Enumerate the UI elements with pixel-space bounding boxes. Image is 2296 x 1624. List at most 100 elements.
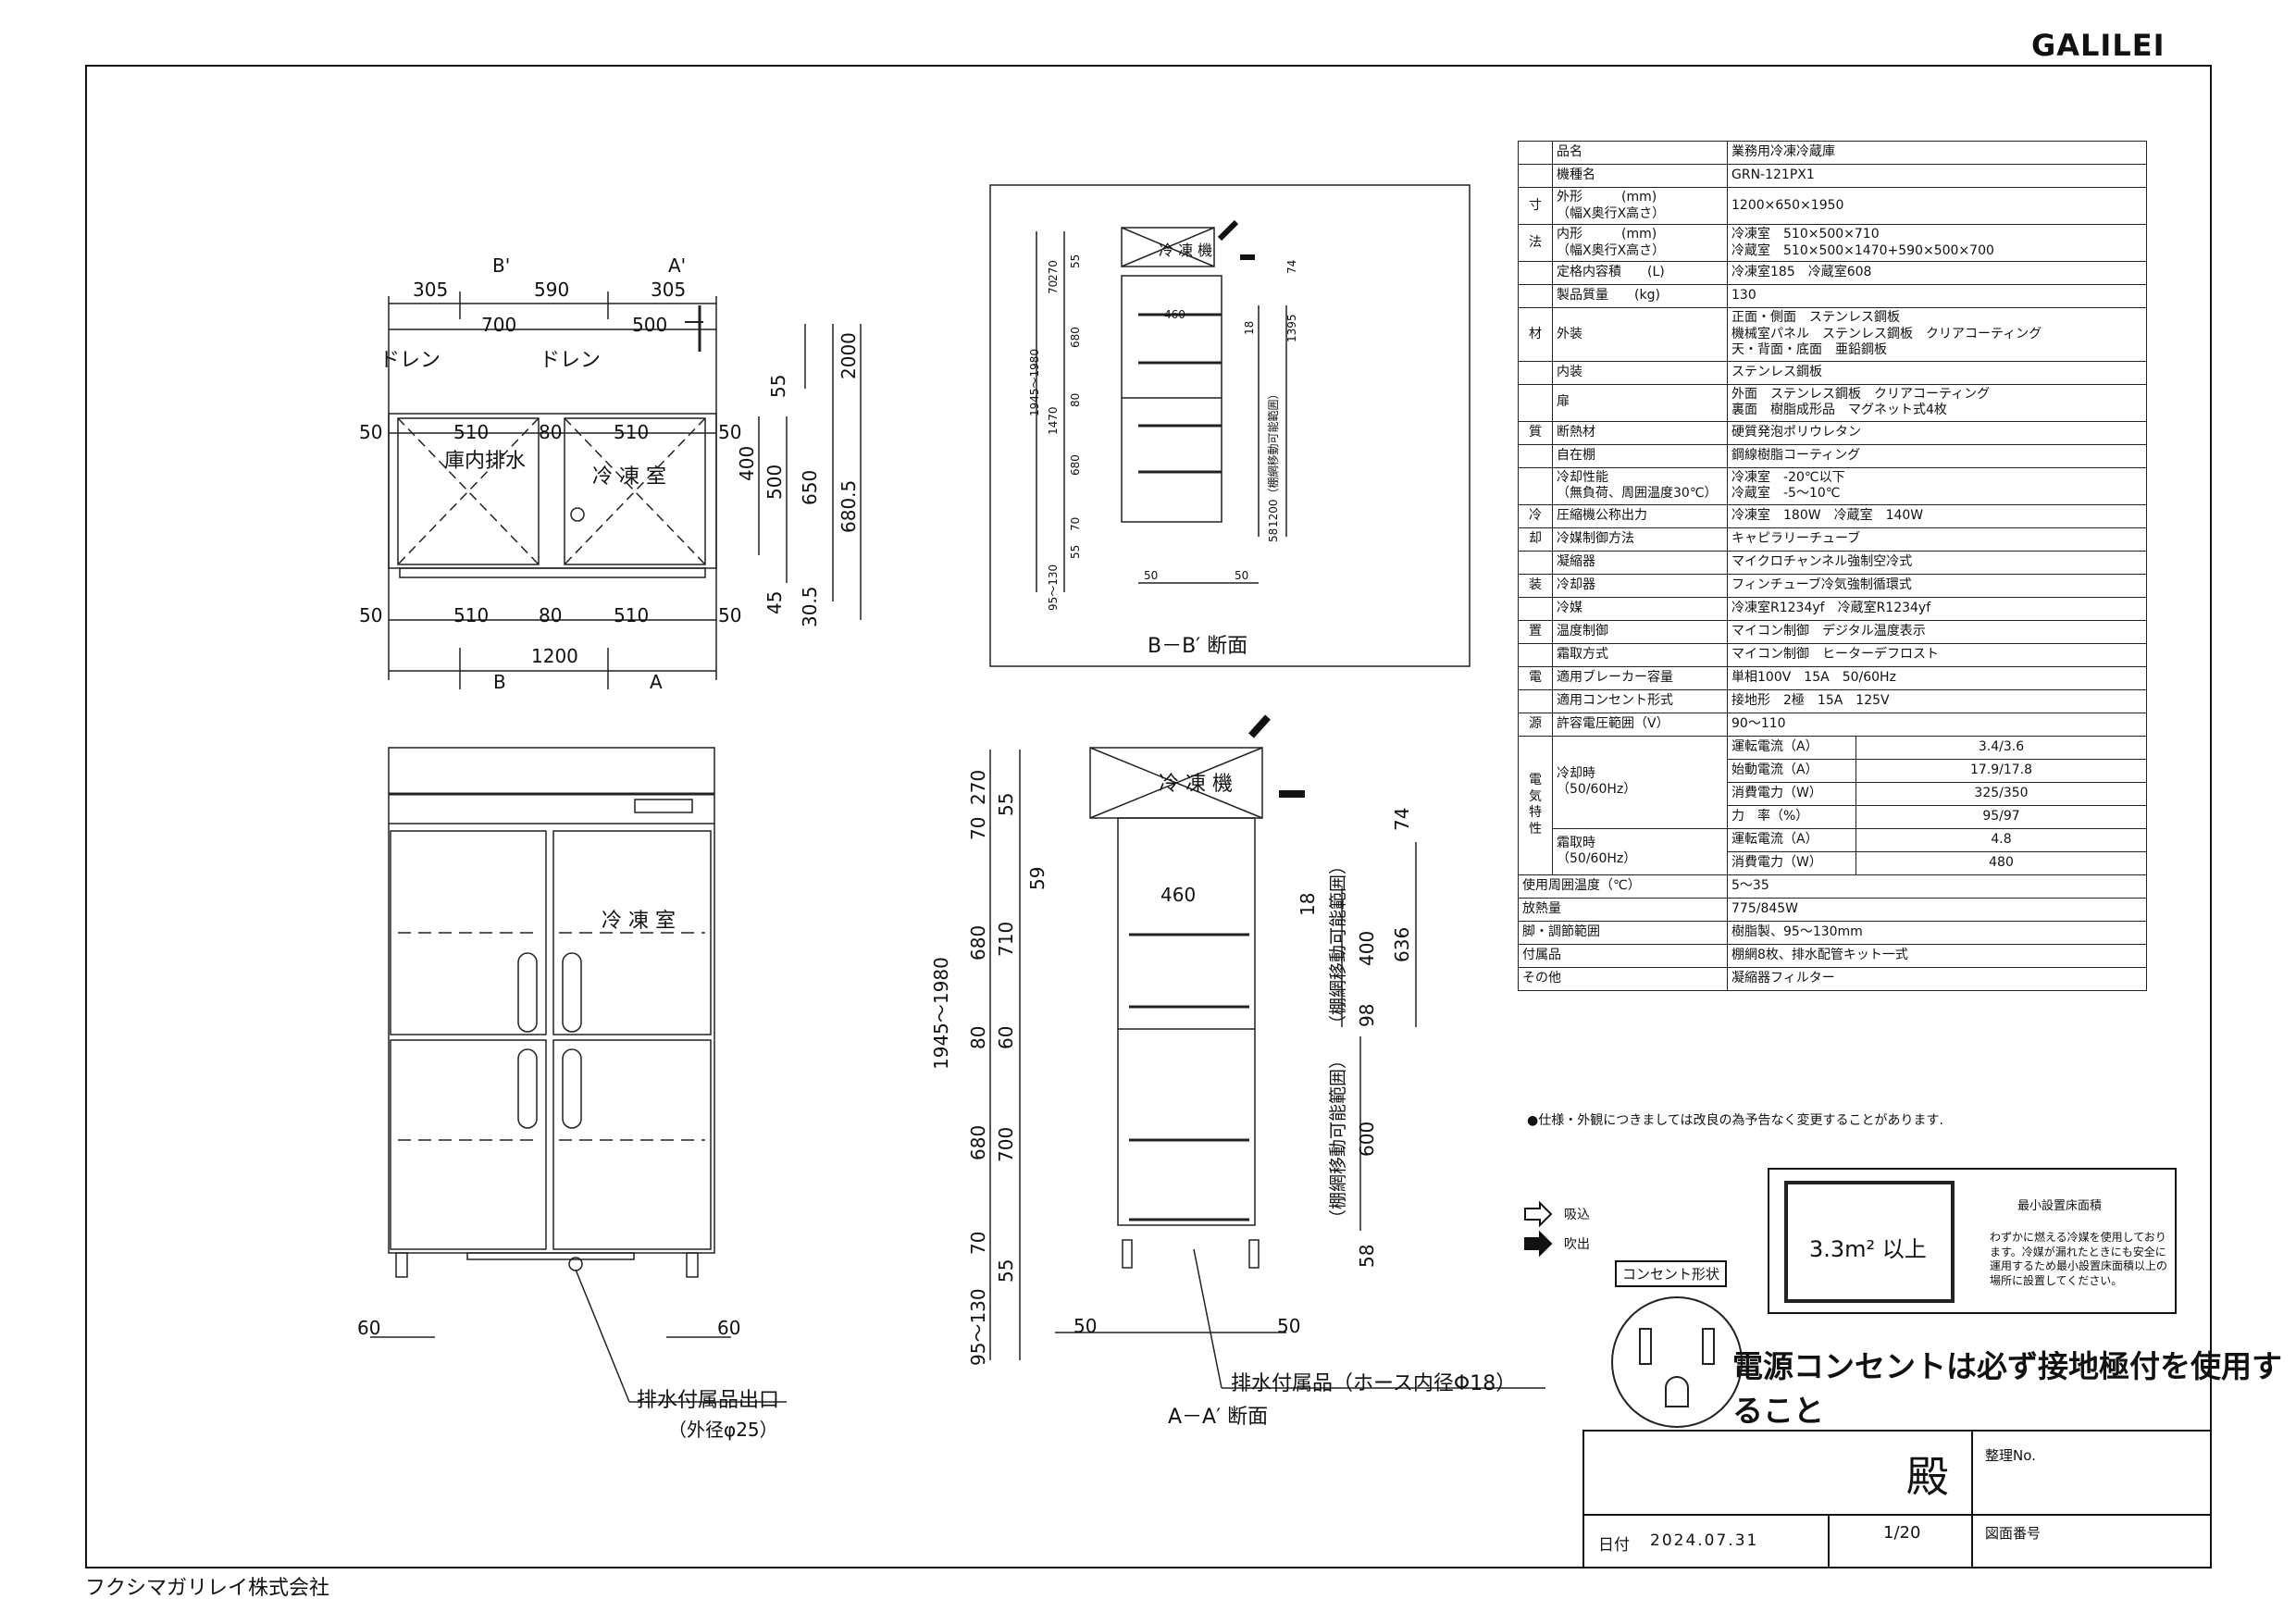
bb-dim-50-right: 50 xyxy=(1235,569,1248,582)
drain-outlet-od: （外径φ25） xyxy=(668,1419,778,1441)
spec-label: 断熱材 xyxy=(1552,420,1728,445)
dim-right-45: 45 xyxy=(763,591,786,614)
spec-label: 冷媒制御方法 xyxy=(1552,527,1728,552)
spec-value: 130 xyxy=(1727,284,2147,308)
dim-right-650: 650 xyxy=(799,470,821,505)
bb-dim-680-top: 680 xyxy=(1069,327,1082,348)
bb-dim-460: 460 xyxy=(1164,308,1185,321)
spec-label: 定格内容積 (L) xyxy=(1552,261,1728,285)
spec-value: 接地形 2極 15A 125V xyxy=(1727,688,2147,713)
outlet-symbol xyxy=(1611,1296,1743,1428)
bb-dim-270: 270 xyxy=(1047,260,1060,281)
spec-value: GRN-121PX1 xyxy=(1727,164,2147,188)
spec-value: 冷凍室R1234yf 冷蔵室R1234yf xyxy=(1727,596,2147,621)
spec-group-cell: 材 xyxy=(1518,307,1553,362)
dim-right-55: 55 xyxy=(767,375,789,398)
spec-group-cell: 源 xyxy=(1518,712,1553,737)
aa-dim-55-bottom: 55 xyxy=(995,1259,1017,1283)
aa-dim-270: 270 xyxy=(967,770,989,805)
spec-row: 冷却性能 （無負荷、周囲温度30℃）冷凍室 -20℃以下 冷蔵室 -5～10℃ xyxy=(1518,466,2147,505)
spec-group-cell xyxy=(1518,360,1553,385)
spec-label: 脚・調節範囲 xyxy=(1518,920,1728,945)
spec-group-cell: 質 xyxy=(1518,420,1553,445)
sheet-number: 1/20 xyxy=(1883,1523,1921,1543)
bb-dim-680-bottom: 680 xyxy=(1069,454,1082,476)
front-leg-right: 60 xyxy=(717,1317,740,1339)
bb-dim-55-top: 55 xyxy=(1069,254,1082,268)
outlet-shape-label: コンセント形状 xyxy=(1615,1260,1728,1287)
bb-dim-50-left: 50 xyxy=(1144,569,1158,582)
spec-label: 冷却器 xyxy=(1552,573,1728,598)
floor-area-box xyxy=(1768,1168,2177,1314)
bb-dim-1395: 1395 xyxy=(1285,314,1298,342)
section-aa-machine: 冷 凍 機 xyxy=(1159,773,1233,796)
spec-value: 鋼線樹脂コーティング xyxy=(1727,443,2147,468)
bb-dim-70-bottom: 70 xyxy=(1069,517,1082,531)
cooling-mode-label: 冷却時 （50/60Hz） xyxy=(1552,735,1728,829)
bb-dim-74: 74 xyxy=(1285,260,1298,274)
spec-label: 適用コンセント形式 xyxy=(1552,688,1728,713)
spec-value: 冷凍室185 冷蔵室608 xyxy=(1727,261,2147,285)
spec-row: 冷圧縮機公称出力冷凍室 180W 冷蔵室 140W xyxy=(1518,503,2147,528)
spec-group-cell: 法 xyxy=(1518,224,1553,262)
dim-right-680-5: 680.5 xyxy=(838,480,860,533)
spec-value: 冷凍室 -20℃以下 冷蔵室 -5～10℃ xyxy=(1727,466,2147,505)
spec-row: その他凝縮器フィルター xyxy=(1518,966,2147,991)
spec-row: 質断熱材硬質発泡ポリウレタン xyxy=(1518,420,2147,445)
spec-electrical-row: 始動電流（A）17.9/17.8 xyxy=(1519,758,2147,783)
spec-value: 冷凍室 510×500×710 冷蔵室 510×500×1470+590×500… xyxy=(1727,224,2147,262)
spec-row: 付属品棚網8枚、排水配管キット一式 xyxy=(1518,943,2147,968)
spec-label: 消費電力（W） xyxy=(1727,781,1856,806)
spec-value: 業務用冷凍冷蔵庫 xyxy=(1727,141,2147,165)
dim-bottom-510-right: 510 xyxy=(614,604,649,626)
front-leg-left: 60 xyxy=(357,1317,380,1339)
aa-dim-70-top: 70 xyxy=(967,817,989,840)
spec-label: 自在棚 xyxy=(1552,443,1728,468)
spec-row: 冷媒冷凍室R1234yf 冷蔵室R1234yf xyxy=(1518,596,2147,621)
drain-outlet-label: 排水付属品出口 xyxy=(637,1389,779,1412)
spec-label: 冷媒 xyxy=(1552,596,1728,621)
spec-label: 消費電力（W） xyxy=(1727,850,1856,875)
spec-label: 扉 xyxy=(1552,383,1728,422)
dim-bottom-50-right: 50 xyxy=(718,604,741,626)
dim-row-510-left: 510 xyxy=(453,421,489,443)
spec-label: その他 xyxy=(1518,966,1728,991)
date-value: 2024.07.31 xyxy=(1650,1531,1759,1550)
spec-label: 適用ブレーカー容量 xyxy=(1552,665,1728,690)
aa-dim-60: 60 xyxy=(995,1026,1017,1049)
spec-label: 使用周囲温度（℃） xyxy=(1518,874,1728,899)
title-block-divider xyxy=(1971,1430,1973,1568)
spec-electrical-row: 消費電力（W）325/350 xyxy=(1519,781,2147,806)
spec-group-cell xyxy=(1518,261,1553,285)
company-name: フクシマガリレイ株式会社 xyxy=(85,1577,330,1600)
spec-label: 外形 (mm) （幅X奥行X高さ） xyxy=(1552,187,1728,225)
spec-label: 放熱量 xyxy=(1518,897,1728,922)
front-view xyxy=(370,747,787,1403)
drawing-frame xyxy=(85,65,2212,1568)
spec-electrical-row: 消費電力（W）480 xyxy=(1519,850,2147,875)
spec-row: 扉外面 ステンレス鋼板 クリアコーティング 裏面 樹脂成形品 マグネット式4枚 xyxy=(1518,383,2147,422)
floor-area-value: 3.3m² 以上 xyxy=(1809,1236,1927,1262)
dim-row-80: 80 xyxy=(539,421,562,443)
title-block-sep xyxy=(1828,1514,1830,1568)
bb-dim-55-bottom: 55 xyxy=(1069,545,1082,559)
floor-area-box-inner xyxy=(1784,1181,1955,1303)
spec-value: ステンレス鋼板 xyxy=(1727,360,2147,385)
intake-arrow-icon xyxy=(1524,1200,1553,1228)
spec-row: 置温度制御マイコン制御 デジタル温度表示 xyxy=(1518,619,2147,644)
aa-dim-700: 700 xyxy=(995,1127,1017,1162)
aa-dim-55-top: 55 xyxy=(995,793,1017,816)
spec-value: 冷凍室 180W 冷蔵室 140W xyxy=(1727,503,2147,528)
dim-top-500: 500 xyxy=(632,314,667,336)
spec-value: 凝縮器フィルター xyxy=(1727,966,2147,991)
spec-value: マイクロチャンネル強制空冷式 xyxy=(1727,550,2147,575)
spec-label: 圧縮機公称出力 xyxy=(1552,503,1728,528)
spec-label: 霜取方式 xyxy=(1552,642,1728,667)
spec-row: 法内形 (mm) （幅X奥行X高さ）冷凍室 510×500×710 冷蔵室 51… xyxy=(1518,224,2147,262)
aa-dim-600: 600 xyxy=(1356,1122,1378,1157)
spec-label: 運転電流（A） xyxy=(1727,827,1856,852)
aa-drain-label: 排水付属品（ホース内径Φ18） xyxy=(1231,1372,1516,1395)
aa-dim-50-left: 50 xyxy=(1074,1315,1097,1337)
